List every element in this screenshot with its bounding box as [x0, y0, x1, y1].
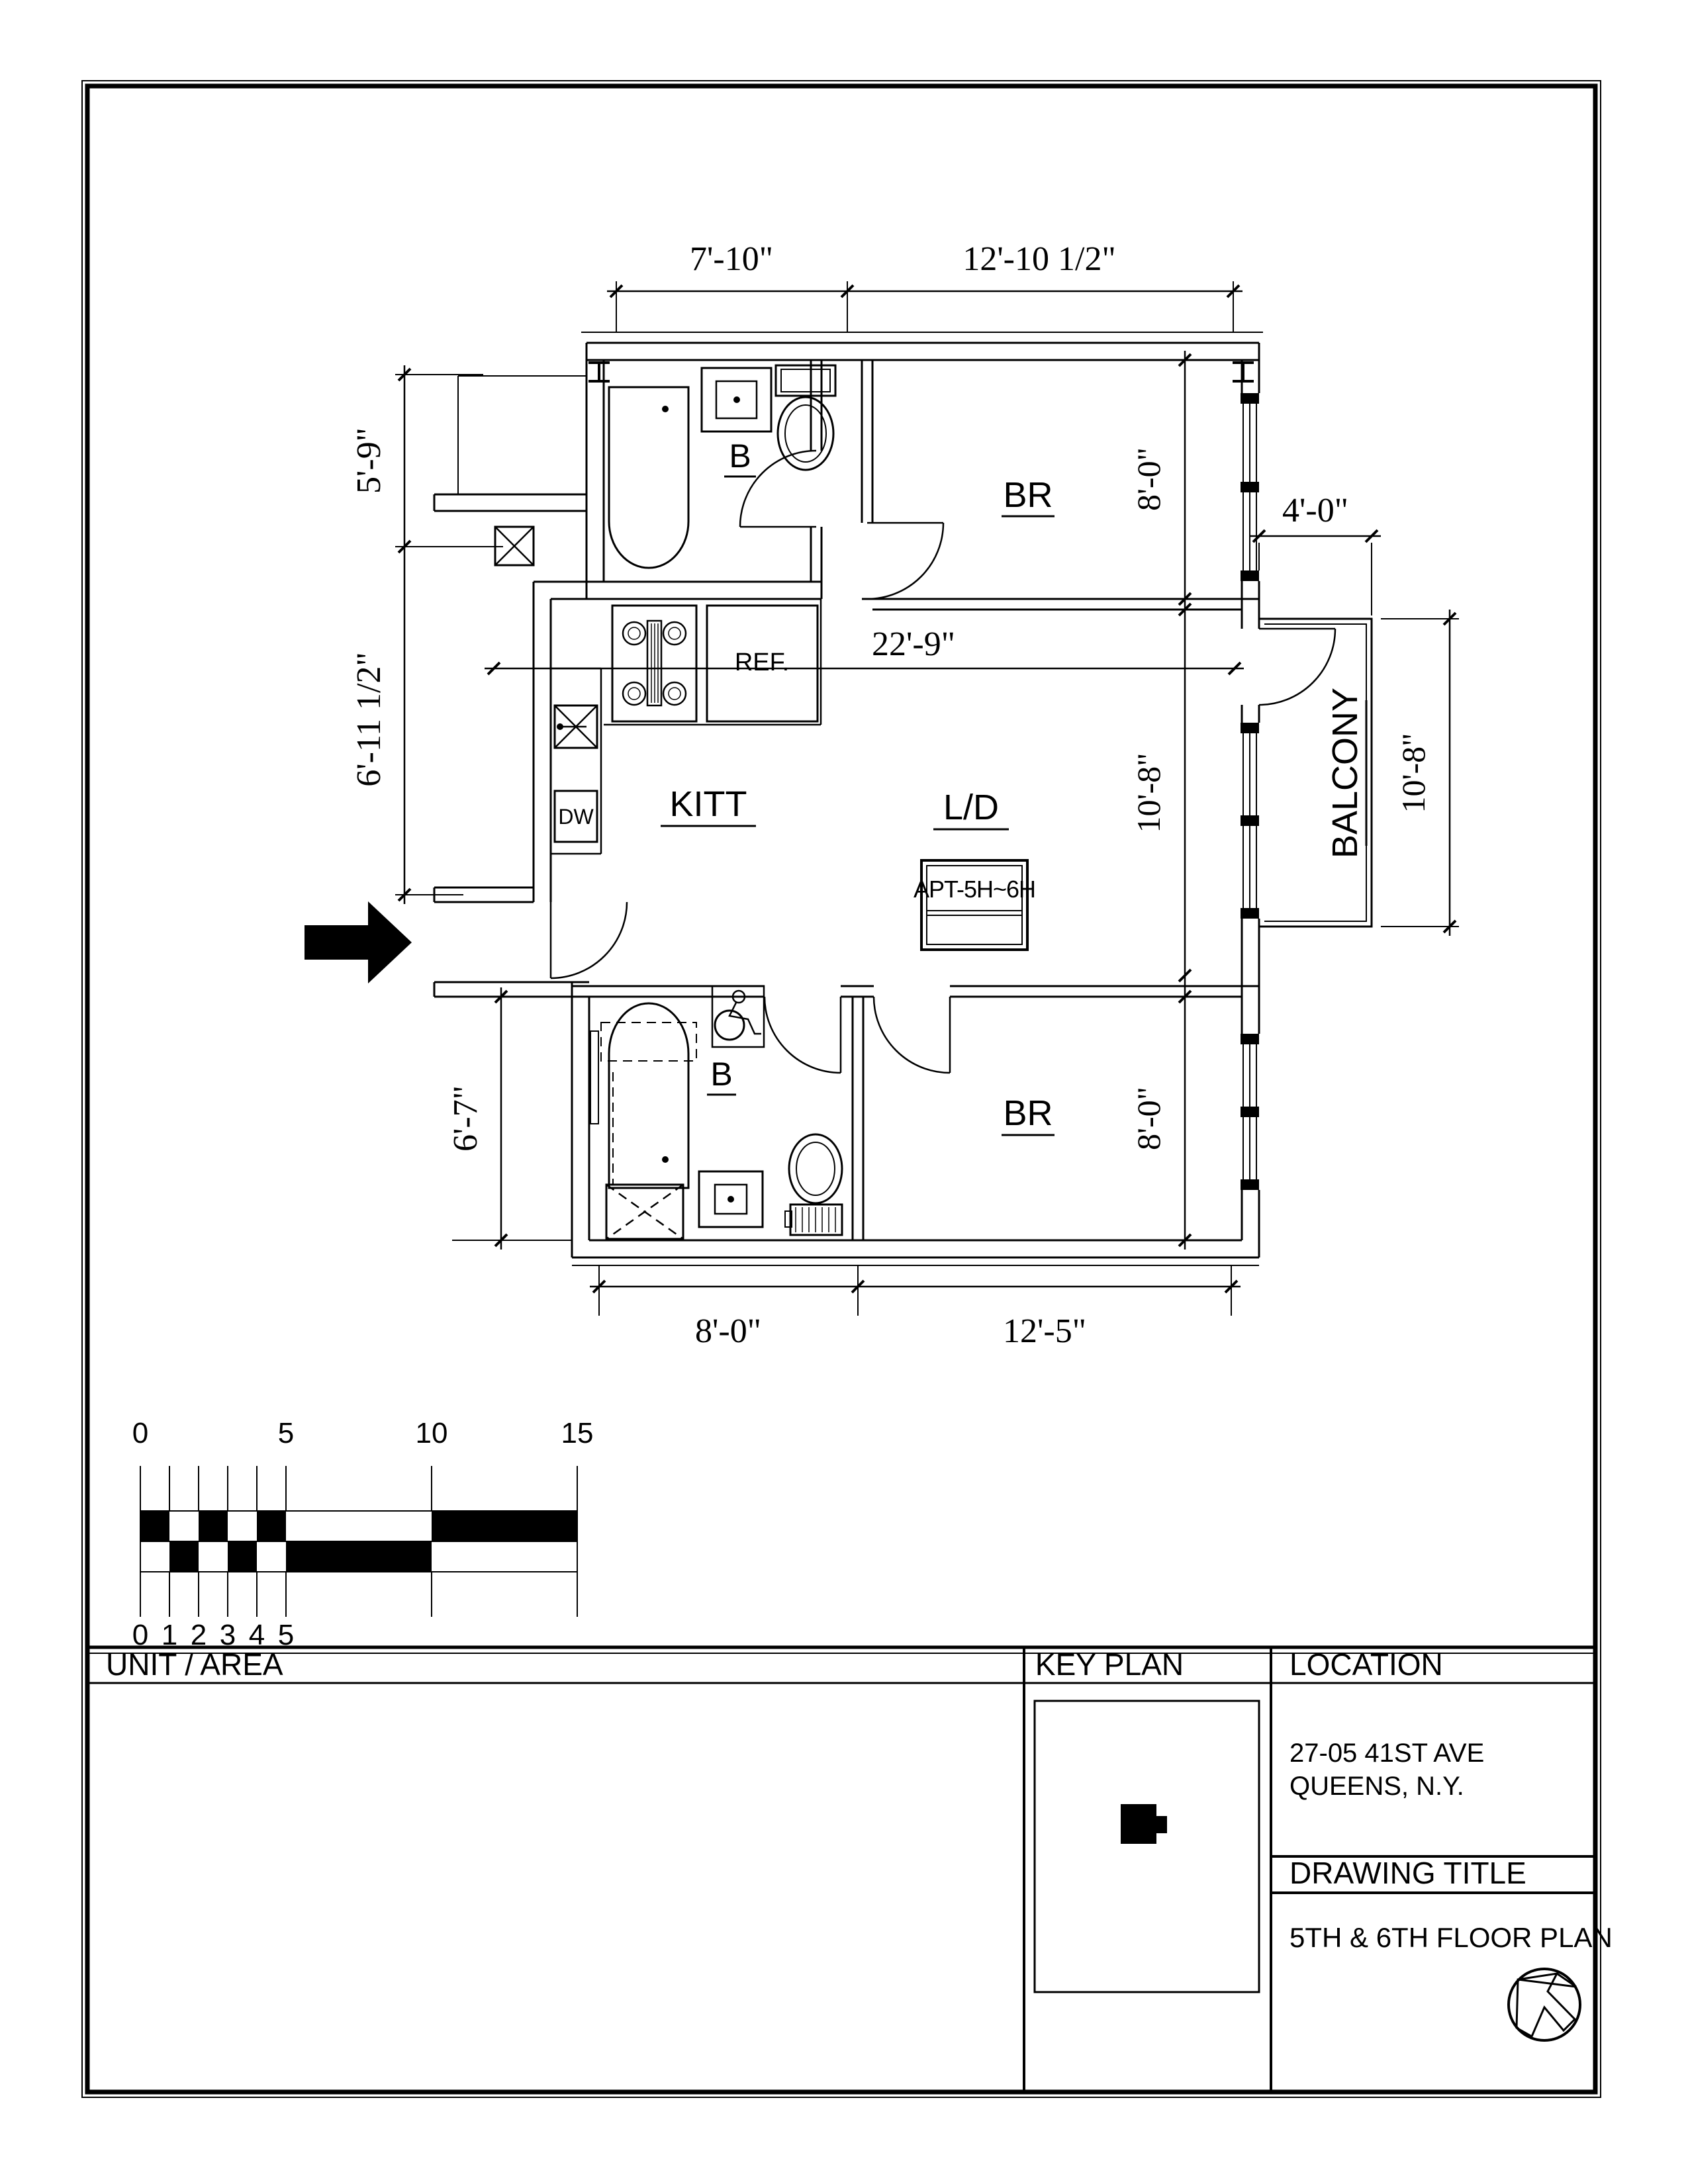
room-label-bedroom-upper: BR: [1003, 475, 1053, 515]
dim-left-lower: 6'-7": [447, 987, 572, 1250]
window-bedroom-upper: [1241, 393, 1259, 581]
room-label-bath-upper: B: [729, 437, 751, 475]
dim-top: 7'-10" 12'-10 1/2": [607, 240, 1243, 332]
drawing-title-value: 5TH & 6TH FLOOR PLAN: [1289, 1922, 1613, 1953]
location-address-line1: 27-05 41ST AVE: [1289, 1739, 1484, 1768]
window-bedroom-lower: [1241, 1034, 1259, 1190]
dim-overall-width: 22'-9": [485, 625, 1244, 676]
dim-balcony-width-label: 4'-0": [1282, 492, 1348, 529]
dim-bottom-bath-label: 8'-0": [695, 1312, 761, 1350]
kitchen-sink-icon: [553, 704, 598, 749]
dim-left: 5'-9" 6'-11 1/2": [350, 365, 503, 904]
scale-top-5: 5: [278, 1417, 294, 1449]
location-header: LOCATION: [1289, 1647, 1443, 1682]
wheelchair-icon: [711, 985, 765, 1048]
column-icon: [588, 361, 1254, 383]
room-label-bath-lower: B: [710, 1056, 732, 1093]
dim-bedroom-upper-label: 8'-0": [1130, 447, 1167, 511]
unit-area-header: UNIT / AREA: [106, 1647, 283, 1682]
north-arrow-icon: [1507, 1968, 1581, 2042]
windows: [1241, 393, 1259, 1190]
dim-bottom-bedroom-label: 12'-5": [1003, 1312, 1086, 1350]
dishwasher: DW: [553, 790, 598, 843]
bathroom-upper: B: [608, 364, 837, 569]
dim-balcony-width: 4'-0": [1250, 492, 1381, 615]
door-entry: [549, 901, 628, 979]
room-label-balcony-group: BALCONY: [1325, 688, 1368, 858]
door-bath-upper: [739, 449, 817, 528]
toilet-icon: [784, 1133, 843, 1236]
sink-icon: [700, 367, 773, 433]
room-label-bedroom-lower: BR: [1003, 1093, 1053, 1133]
title-block: UNIT / AREA KEY PLAN LOCATION 27-05 41ST…: [87, 1645, 1613, 2092]
window-living: [1241, 723, 1259, 919]
door-bath-lower: [763, 996, 842, 1074]
dim-bedroom-lower-label: 8'-0": [1130, 1087, 1167, 1150]
scale-top-10: 10: [416, 1417, 448, 1449]
room-label-kitchen: KITT: [670, 784, 747, 824]
stove-icon: [611, 604, 698, 723]
scale-top-15: 15: [561, 1417, 594, 1449]
dim-right-column: 8'-0" 10'-8" 8'-0": [1130, 351, 1192, 1250]
dim-top-right-label: 12'-10 1/2": [962, 240, 1115, 278]
sheet-border: [81, 80, 1601, 2098]
apartment-tag: APT-5H~6H: [914, 859, 1036, 951]
door-bedroom-upper: [867, 522, 945, 600]
bathroom-lower: B: [590, 985, 843, 1240]
door-balcony: [1258, 627, 1336, 706]
entry-arrow-icon: [305, 901, 412, 983]
floor-plan-walls: [433, 332, 1373, 1266]
bathtub-icon: [608, 386, 690, 569]
location-address-line2: QUEENS, N.Y.: [1289, 1772, 1464, 1801]
dim-bottom: 8'-0" 12'-5": [590, 1265, 1241, 1350]
shower-icon: [605, 1183, 684, 1240]
dim-left-lower-label: 6'-7": [447, 1085, 485, 1152]
key-plan-header: KEY PLAN: [1035, 1647, 1184, 1682]
toilet-icon: [774, 364, 837, 471]
dimensions: 7'-10" 12'-10 1/2" 5'-9" 6'-11 1/2" 6'-7…: [350, 240, 1459, 1350]
drawing-title-header: DRAWING TITLE: [1289, 1856, 1526, 1890]
scale-top-0: 0: [132, 1417, 148, 1449]
dim-balcony-depth-label: 10'-8": [1395, 733, 1432, 813]
dim-balcony-depth: 10'-8": [1381, 610, 1459, 936]
key-plan-map: [1033, 1700, 1260, 1993]
room-label-living: L/D: [943, 788, 999, 827]
kitchen: REF. DW KITT: [551, 599, 822, 855]
key-plan-unit-marker: [1121, 1804, 1156, 1844]
refrigerator: REF.: [706, 604, 819, 723]
living-dining: L/D APT-5H~6H: [914, 788, 1036, 951]
sink-icon: [698, 1170, 764, 1228]
room-label-balcony: BALCONY: [1325, 688, 1365, 858]
refrigerator-label: REF.: [735, 649, 789, 676]
doors: [549, 449, 1336, 1074]
dim-left-middle-label: 6'-11 1/2": [350, 652, 388, 786]
bathtub-accessible-icon: [590, 1002, 697, 1189]
dim-living-label: 10'-8": [1130, 752, 1167, 833]
dim-top-left-label: 7'-10": [690, 240, 773, 278]
apartment-tag-label: APT-5H~6H: [914, 876, 1035, 903]
dim-left-upper-label: 5'-9": [350, 428, 388, 494]
door-bedroom-lower: [872, 996, 951, 1074]
dishwasher-label: DW: [558, 805, 594, 829]
dim-overall-width-label: 22'-9": [872, 625, 955, 663]
